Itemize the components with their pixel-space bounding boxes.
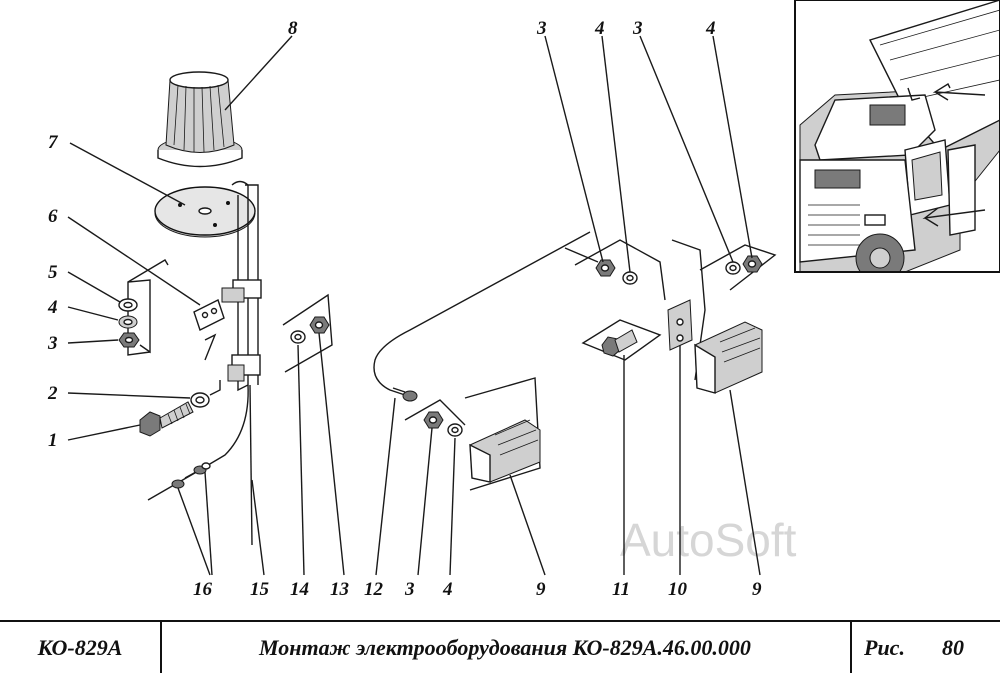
figure-reference: Рис. 80: [850, 622, 1000, 673]
drawing-code: КО-829А: [0, 622, 162, 673]
callout-3-bottom: 3: [404, 579, 415, 600]
figure-label: Рис.: [864, 634, 905, 660]
callout-2: 2: [47, 383, 58, 404]
callout-9-right: 9: [752, 579, 762, 600]
wire-harness: [373, 231, 599, 402]
nut-washer-group-13-14: [282, 293, 333, 373]
callout-4-bottom: 4: [442, 579, 453, 600]
mounting-disc: [154, 186, 256, 238]
callout-4-top-b: 4: [705, 18, 716, 39]
callout-14: 14: [290, 579, 309, 600]
callout-9-left: 9: [536, 579, 546, 600]
bolt-assembly: [139, 380, 221, 437]
watermark: AutoSoft: [620, 514, 797, 566]
clamp-plate: [193, 299, 225, 361]
left-fastener-group: [118, 259, 169, 356]
mast-bracket: [184, 180, 262, 546]
beacon-lamp: [157, 71, 243, 168]
callout-13: 13: [330, 579, 349, 600]
assembly-drawing: AutoSoft 8 7 6 5 4 3 2 1 1: [47, 0, 1000, 600]
callout-1: 1: [48, 430, 58, 451]
callout-11: 11: [612, 579, 630, 600]
figure-number: 80: [942, 634, 964, 660]
callout-7: 7: [48, 132, 59, 153]
side-lamp-left: [404, 377, 541, 491]
drawing-title: Монтаж электрооборудования КО-829А.46.00…: [160, 622, 852, 673]
callout-3-top-b: 3: [632, 18, 643, 39]
callout-3-top-a: 3: [536, 18, 547, 39]
callout-numbers: 8 7 6 5 4 3 2 1 16 15 14 13 12 3 4 9 11 …: [47, 18, 762, 600]
callout-10: 10: [668, 579, 688, 600]
callout-15: 15: [250, 579, 270, 600]
truck-inset: [794, 0, 1000, 273]
callout-5: 5: [48, 262, 58, 283]
callout-16: 16: [193, 579, 213, 600]
leader-lines: [67, 35, 761, 576]
nut-washer-group-upper: [574, 239, 777, 301]
callout-12: 12: [364, 579, 384, 600]
callout-3: 3: [47, 333, 58, 354]
callout-4-top-a: 4: [594, 18, 605, 39]
cable-terminals: [147, 462, 211, 501]
callout-8: 8: [288, 18, 298, 39]
callout-6: 6: [48, 206, 58, 227]
title-block: КО-829А Монтаж электрооборудования КО-82…: [0, 620, 1000, 673]
bolt-11: [581, 319, 662, 361]
side-lamp-right: [667, 239, 763, 394]
callout-4: 4: [47, 297, 58, 318]
